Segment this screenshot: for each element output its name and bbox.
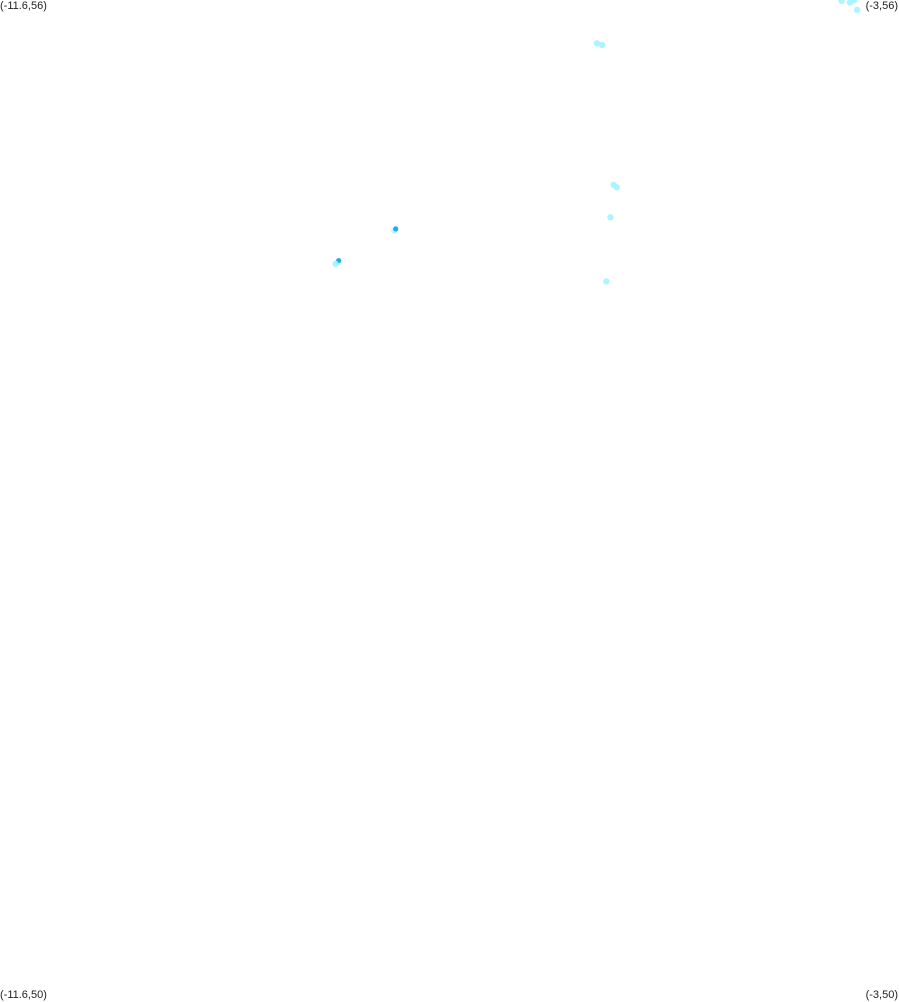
map-point-9 [607, 214, 614, 221]
corner-label-top-left: (-11.6,56) [0, 0, 47, 12]
map-point-11 [393, 226, 399, 232]
corner-label-bottom-right: (-3,50) [865, 989, 898, 1001]
map-point-10 [603, 278, 610, 285]
map-point-6 [598, 41, 606, 49]
map-point-4 [854, 6, 861, 14]
map-point-13 [332, 260, 339, 268]
points-layer [332, 0, 861, 285]
map-point-5 [593, 40, 601, 47]
corner-label-top-right: (-3,56) [865, 0, 898, 12]
map-point-3 [850, 0, 858, 4]
map-point-1 [838, 0, 845, 4]
map-point-8 [610, 181, 617, 188]
corner-label-bottom-left: (-11.6,50) [0, 989, 47, 1001]
